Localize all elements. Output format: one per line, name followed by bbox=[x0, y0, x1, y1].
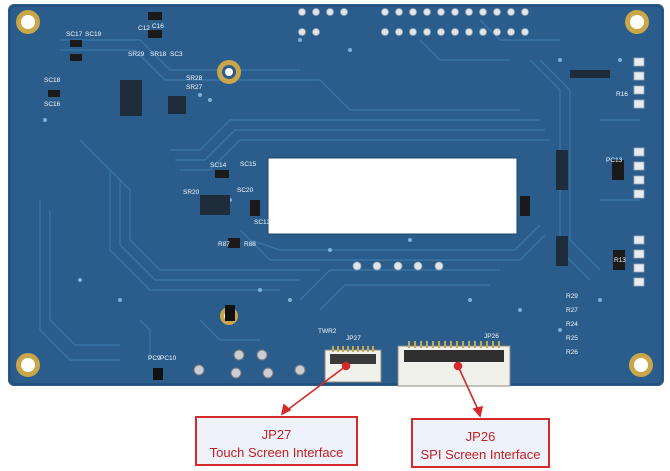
mounting-holes bbox=[16, 10, 653, 377]
silk-sr29: SR29 bbox=[128, 51, 145, 58]
silk-sc20: SC20 bbox=[237, 187, 254, 194]
header-pins-right bbox=[633, 57, 645, 287]
silk-sc3: SC3 bbox=[170, 51, 183, 58]
through-hole-leads bbox=[193, 349, 306, 379]
jp27-connector bbox=[324, 346, 382, 383]
silk-jp27: JP27 bbox=[346, 335, 361, 342]
silk-pc10: PC10 bbox=[160, 355, 177, 362]
callout-jp26-title: JP26 bbox=[465, 429, 496, 444]
silk-sc15: SC15 bbox=[240, 161, 257, 168]
callout-jp26: JP26 SPI Screen Interface bbox=[411, 418, 550, 468]
silk-r24: R24 bbox=[566, 321, 578, 328]
silk-r27: R27 bbox=[566, 307, 578, 314]
silk-sc17: SC17 bbox=[66, 31, 83, 38]
silk-sc13: SC13 bbox=[254, 219, 271, 226]
silk-sr20: SR20 bbox=[183, 189, 200, 196]
pcb-traces bbox=[39, 19, 640, 361]
silk-r26: R26 bbox=[566, 349, 578, 356]
smd-components bbox=[48, 12, 625, 380]
silk-sr18: SR18 bbox=[150, 51, 167, 58]
silk-sr28: SR28 bbox=[186, 75, 203, 82]
silk-sc16: SC16 bbox=[44, 101, 61, 108]
silk-r16: R16 bbox=[616, 91, 628, 98]
callout-jp27-title: JP27 bbox=[261, 427, 292, 442]
silkscreen-labels: JP27 TWR2 JP26 SC17 SC19 SC18 SC16 C12 C… bbox=[44, 23, 628, 362]
silk-pc9: PC9 bbox=[148, 355, 161, 362]
header-pins-top bbox=[298, 8, 529, 36]
callout-jp27-subtitle: Touch Screen Interface bbox=[209, 445, 344, 460]
silk-pc13: PC13 bbox=[606, 157, 623, 164]
silk-r25: R25 bbox=[566, 335, 578, 342]
callout-jp27: JP27 Touch Screen Interface bbox=[195, 416, 358, 466]
silk-sc19: SC19 bbox=[85, 31, 102, 38]
silk-sc14: SC14 bbox=[210, 162, 227, 169]
silk-jp26: JP26 bbox=[484, 333, 499, 340]
silk-r88: R88 bbox=[244, 241, 256, 248]
silk-sr27: SR27 bbox=[186, 84, 203, 91]
silk-r13: R13 bbox=[614, 257, 626, 264]
silk-c12: C12 bbox=[138, 25, 150, 32]
callout-jp26-subtitle: SPI Screen Interface bbox=[420, 447, 541, 462]
silk-r29: R29 bbox=[566, 293, 578, 300]
silk-twr2: TWR2 bbox=[318, 328, 337, 335]
silk-sc18: SC18 bbox=[44, 77, 61, 84]
jp26-connector bbox=[397, 341, 511, 387]
callout-arrows bbox=[280, 361, 484, 418]
silk-c16: C16 bbox=[152, 23, 164, 30]
silk-r87: R87 bbox=[218, 241, 230, 248]
board-cutout bbox=[267, 157, 518, 235]
pads-middle bbox=[352, 261, 444, 271]
